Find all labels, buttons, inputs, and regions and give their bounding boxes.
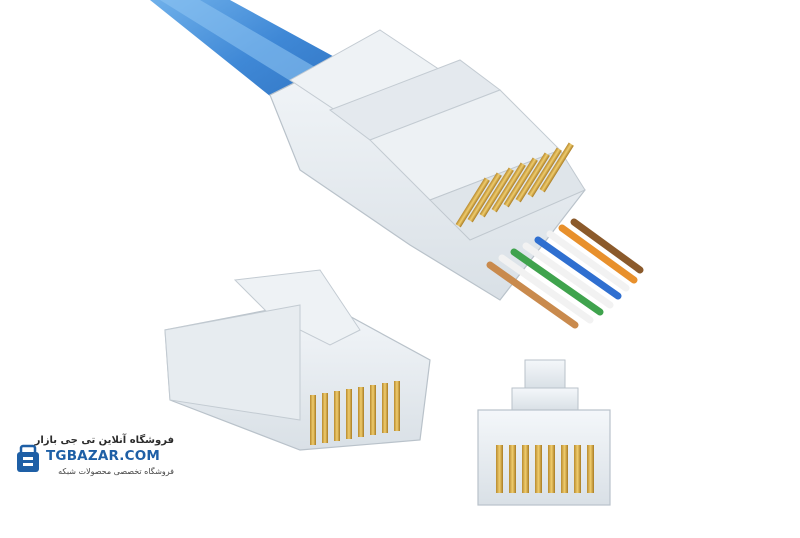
wires [486,218,644,329]
gold-contacts-top [455,142,574,228]
logo-brand: TGBAZAR.COM [46,448,161,464]
store-icon [17,444,39,472]
logo-subtitle-fa: فروشگاه تخصصی محصولات شبکه [58,467,174,476]
logo-title-fa: فروشگاه آنلاین تی جی بازار [34,435,174,446]
gold-contacts-left [310,381,400,445]
connector-top [269,29,644,329]
store-logo[interactable]: فروشگاه آنلاین تی جی بازار TGBAZAR.COM ف… [14,434,184,492]
connector-left [164,269,431,451]
gold-contacts-front [496,445,594,493]
connector-front [477,359,611,506]
